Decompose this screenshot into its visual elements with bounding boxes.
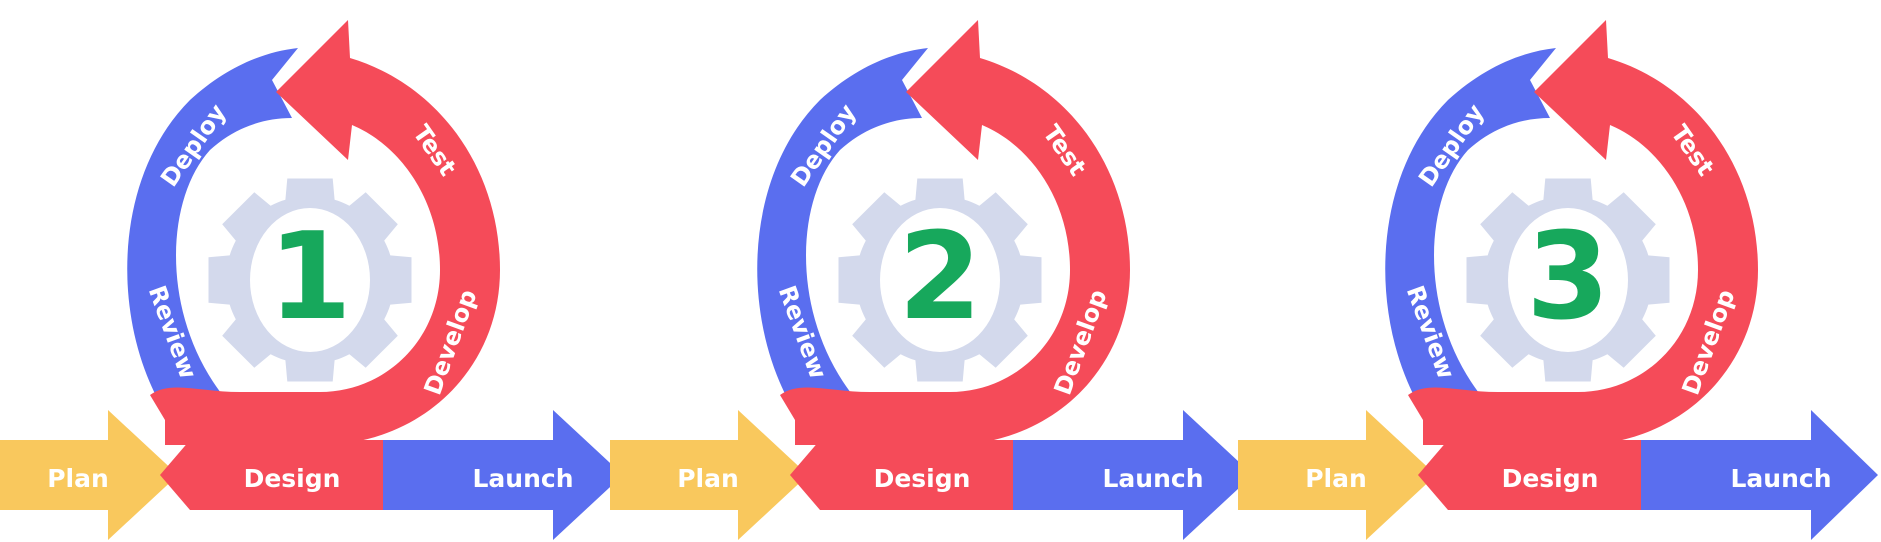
blue-cycle-arc: [1385, 48, 1556, 420]
launch-arrow: [1013, 410, 1253, 540]
launch-label: Launch: [1102, 464, 1203, 493]
plan-arrow: [1238, 410, 1436, 540]
design-label: Design: [244, 464, 341, 493]
blue-cycle-arc: [127, 48, 298, 420]
gear-icon: [1466, 178, 1670, 382]
design-label: Design: [874, 464, 971, 493]
cycle-number: 1: [268, 208, 352, 347]
gear-hole: [880, 208, 1000, 352]
cycle-1: 1 Plan Design Launch Develop Test Deploy…: [0, 20, 623, 540]
plan-arrow: [0, 410, 178, 540]
cycle-3: 3 Plan Design Launch Develop Test Deploy…: [1238, 20, 1878, 540]
launch-label: Launch: [1730, 464, 1831, 493]
gear-hole: [1508, 208, 1628, 352]
plan-label: Plan: [677, 464, 739, 493]
red-cycle-arc: [780, 20, 1130, 445]
cycle-2: 2 Plan Design Launch Develop Test Deploy…: [610, 20, 1253, 540]
gear-icon: [208, 178, 412, 382]
blue-cycle-arc: [757, 48, 928, 420]
design-label: Design: [1502, 464, 1599, 493]
plan-arrow: [610, 410, 808, 540]
cycle-number: 3: [1526, 208, 1610, 347]
design-band: [785, 440, 1015, 510]
gear-icon: [838, 178, 1042, 382]
cycle-number: 2: [898, 208, 982, 347]
launch-label: Launch: [472, 464, 573, 493]
design-band: [1413, 440, 1643, 510]
plan-label: Plan: [47, 464, 109, 493]
launch-arrow: [383, 410, 623, 540]
launch-arrow: [1641, 410, 1878, 540]
red-cycle-arc: [150, 20, 500, 445]
gear-hole: [250, 208, 370, 352]
plan-label: Plan: [1305, 464, 1367, 493]
design-band: [155, 440, 385, 510]
red-cycle-arc: [1408, 20, 1758, 445]
